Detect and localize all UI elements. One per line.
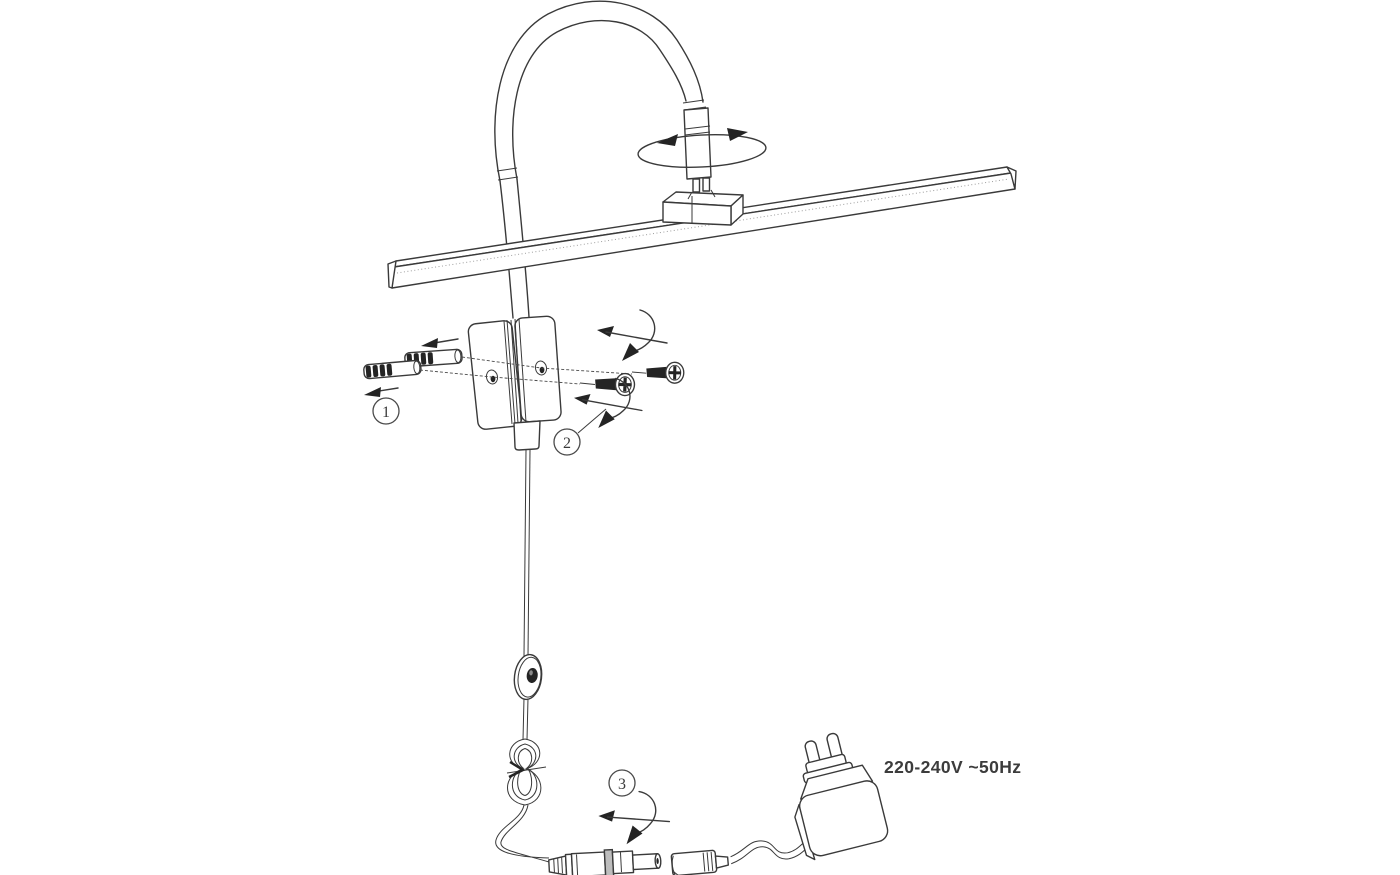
arm-joint-band — [496, 167, 519, 181]
step-3-badge: 3 — [608, 769, 636, 797]
mounting-block — [662, 191, 744, 226]
swivel-joint — [683, 107, 716, 200]
power-adapter — [794, 732, 889, 861]
step-1-badge: 1 — [372, 397, 400, 425]
wall-anchor-lower — [362, 359, 423, 380]
gooseneck-arm — [494, 0, 707, 182]
wall-bracket — [467, 315, 562, 451]
step-2-leader-line — [577, 408, 607, 434]
light-bar-right-cap — [1006, 166, 1017, 190]
step-1-number: 1 — [382, 404, 390, 421]
jack-tail — [714, 855, 730, 869]
bracket-left-plate — [467, 320, 523, 430]
screw-front — [578, 370, 637, 398]
switch-button — [526, 668, 538, 683]
screw-axis-left — [419, 369, 581, 385]
turn-arrow-upper-icon — [596, 309, 668, 362]
plug-barrel — [631, 853, 660, 871]
adapter-body — [798, 780, 889, 857]
light-bar-left-cap — [387, 260, 397, 289]
insert-arrow-lower-icon — [364, 387, 399, 397]
step-2-badge: 2 — [553, 408, 607, 456]
dc-plug-male — [548, 848, 662, 875]
screw-back — [630, 360, 686, 385]
inline-switch — [513, 653, 543, 701]
rotation-arrow-icon — [637, 128, 767, 169]
power-cord — [522, 449, 531, 741]
cable-coil — [506, 738, 547, 806]
coil-tie — [506, 766, 547, 774]
bracket-right-plate — [514, 315, 562, 423]
screw-axis-right — [461, 356, 633, 375]
dc-jack-female — [670, 840, 809, 875]
cord-to-plug — [495, 804, 550, 863]
power-spec-label: 220-240V ~50Hz — [884, 757, 1021, 777]
step-3-number: 3 — [618, 776, 626, 793]
step-2-number: 2 — [563, 435, 571, 452]
light-bar — [387, 166, 1017, 289]
turn-arrow-plug-icon — [595, 788, 672, 848]
bracket-stem — [513, 420, 541, 451]
bracket-arm-channel — [503, 318, 527, 425]
insert-arrow-upper-icon — [421, 338, 459, 348]
